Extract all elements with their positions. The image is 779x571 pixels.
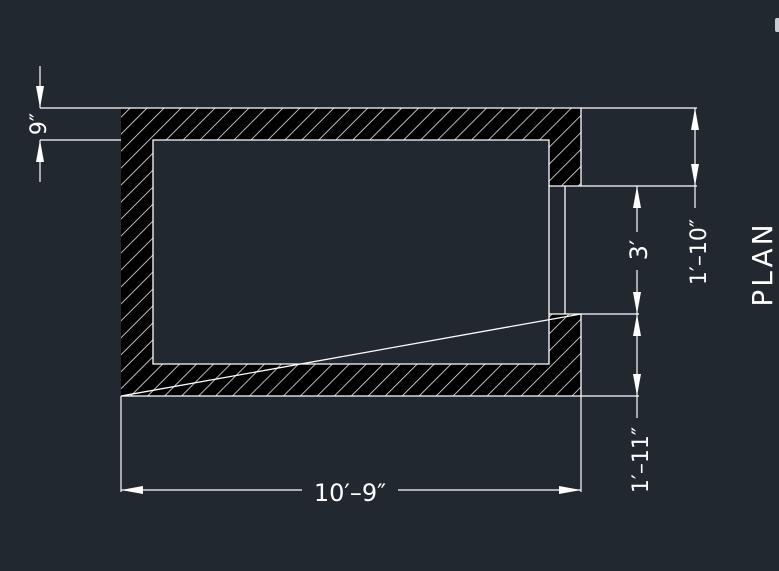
wall-hatch [121, 108, 581, 396]
arrow-icon [633, 314, 641, 336]
arrow-icon [559, 486, 581, 494]
scrollbar-handle[interactable] [775, 18, 779, 32]
wall-outline [120, 107, 582, 397]
arrow-icon [121, 486, 143, 494]
arrow-icon [36, 86, 44, 108]
arrow-icon [691, 164, 699, 186]
dim-label-overall-width: 10′–9″ [314, 479, 386, 507]
dim-bottom-segment [581, 314, 639, 418]
dim-label-bottom-segment: 1′–11″ [629, 427, 654, 493]
dim-label-wall-thickness: 9″ [27, 113, 52, 135]
arrow-icon [633, 186, 641, 208]
arrow-icon [633, 374, 641, 396]
arrow-icon [36, 140, 44, 162]
drawing-title: PLAN [746, 221, 779, 306]
arrow-icon [633, 292, 641, 314]
dim-top-segment [581, 107, 697, 208]
arrow-icon [691, 108, 699, 130]
dim-label-top-segment: 1′–10″ [687, 219, 712, 285]
dim-overall-width [120, 396, 582, 492]
dim-wall-thickness [39, 66, 121, 182]
dim-label-opening: 3′ [625, 240, 653, 261]
